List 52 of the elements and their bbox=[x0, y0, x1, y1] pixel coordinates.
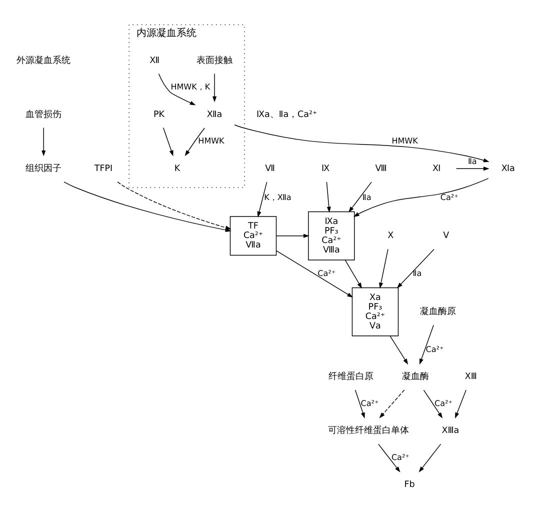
node-text: 血管损伤 bbox=[26, 110, 62, 120]
arrow bbox=[212, 73, 217, 102]
node-text: 纤维蛋白原 bbox=[328, 372, 374, 382]
node-text: K bbox=[174, 164, 180, 174]
node-text: Ⅷ bbox=[375, 164, 387, 174]
node-text: Ⅸ bbox=[322, 164, 330, 174]
label: Ⅸa、Ⅱa，Ca²⁺ bbox=[256, 110, 318, 120]
node-box: Ⅸa PF₃ Ca²⁺ Ⅷa bbox=[308, 211, 355, 260]
arrow bbox=[276, 234, 310, 238]
arrow bbox=[418, 444, 442, 472]
node-text: XⅢ bbox=[464, 372, 477, 382]
arrow bbox=[423, 390, 443, 418]
arrow bbox=[234, 124, 490, 162]
node-text: Ⅺa bbox=[501, 164, 515, 174]
arrow bbox=[348, 182, 372, 212]
arrow bbox=[117, 182, 232, 230]
arrow bbox=[344, 260, 362, 289]
node-text: PK bbox=[154, 110, 165, 120]
node-text: 表面接触 bbox=[196, 56, 233, 66]
arrow bbox=[378, 444, 400, 472]
arrow bbox=[455, 390, 466, 418]
node-box: Ⅹa PF₃ Ca²⁺ Ⅴa bbox=[352, 287, 399, 336]
node-text: Ⅺ bbox=[432, 164, 441, 174]
node-text: Ⅻa bbox=[206, 110, 222, 120]
arrow bbox=[353, 178, 489, 217]
arrow bbox=[184, 128, 205, 156]
arrow bbox=[379, 390, 405, 418]
arrow bbox=[158, 73, 196, 106]
node-text: Fb bbox=[404, 480, 415, 490]
arrow bbox=[42, 127, 46, 156]
arrow bbox=[396, 248, 434, 288]
arrow bbox=[390, 336, 408, 365]
arrow bbox=[162, 127, 174, 156]
arrow bbox=[379, 248, 388, 289]
arrow bbox=[326, 182, 331, 213]
label: 外源凝血系统 bbox=[16, 56, 71, 66]
node-box: TF Ca²⁺ Ⅶa bbox=[230, 216, 277, 256]
node-text: Ⅹ bbox=[388, 231, 394, 242]
arrow bbox=[354, 390, 365, 418]
node-text: Ⅶ bbox=[265, 164, 275, 174]
node-text: 可溶性纤维蛋白单体 bbox=[328, 426, 410, 436]
node-text: 凝血酶原 bbox=[420, 307, 456, 318]
node-text: Ⅴ bbox=[443, 231, 450, 242]
arrow bbox=[257, 182, 268, 218]
node-text: 凝血酶 bbox=[402, 372, 429, 382]
node-text: Ⅻ bbox=[150, 56, 160, 66]
node-text: XⅢa bbox=[442, 426, 460, 436]
node-text: 组织因子 bbox=[26, 164, 62, 174]
arrow bbox=[456, 166, 490, 171]
node-text: TFPI bbox=[94, 164, 113, 174]
arrow bbox=[276, 250, 354, 298]
arrow bbox=[420, 324, 434, 365]
